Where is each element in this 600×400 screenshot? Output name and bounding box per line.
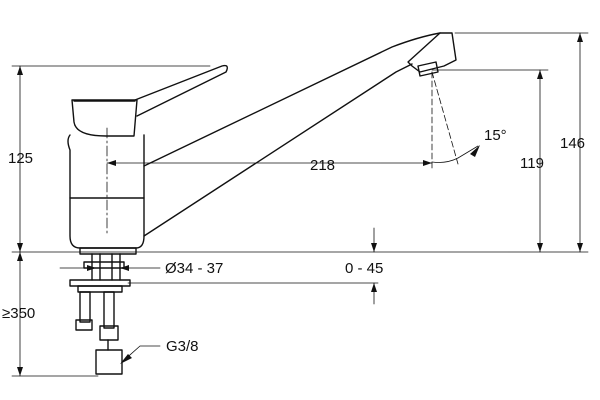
label-spout-height: 119: [520, 155, 544, 172]
arrow-15: [470, 145, 480, 157]
spout-lower-edge: [143, 63, 413, 237]
spout-aerator: [407, 32, 457, 73]
arrow-125-top: [17, 66, 23, 75]
arrow-218-left: [107, 160, 116, 166]
arrow-diameter-left: [87, 265, 96, 271]
label-hose-length: ≥350: [2, 305, 35, 322]
arrow-146-bottom: [577, 243, 583, 252]
faucet-body: [67, 134, 145, 249]
label-spout-angle: 15°: [484, 127, 507, 144]
label-hole-diameter: Ø34 - 37: [165, 260, 223, 277]
mount-washer: [77, 285, 123, 293]
arrow-350-bottom: [17, 367, 23, 376]
aerator-ring: [417, 61, 439, 77]
arrow-119-bottom: [537, 243, 543, 252]
arrow-125-bottom: [17, 243, 23, 252]
hose-right-fitting: [99, 325, 119, 341]
arrow-diameter-right: [120, 265, 129, 271]
handle-cap: [71, 99, 138, 137]
arrow-350-top: [17, 252, 23, 261]
arrow-146-top: [577, 33, 583, 42]
label-reach: 218: [310, 157, 335, 174]
label-deck-thickness: 0 - 45: [345, 260, 383, 277]
angle-arc-15: [431, 157, 459, 163]
label-base-height: 125: [8, 150, 33, 167]
arrow-thread: [120, 354, 132, 364]
hose-left-fitting: [75, 319, 93, 331]
hose-right-connector: [95, 349, 123, 375]
hose-right: [103, 291, 115, 329]
angle-leader: [457, 145, 479, 159]
arrow-119-top: [537, 70, 543, 79]
label-connection-thread: G3/8: [166, 338, 199, 355]
label-total-height: 146: [560, 135, 585, 152]
mount-clamp: [69, 279, 131, 287]
hose-left: [79, 291, 91, 323]
arrow-deck-top: [371, 243, 377, 252]
lever: [134, 64, 229, 117]
base-plate: [79, 247, 137, 255]
spout-upper-edge: [143, 32, 441, 167]
arrow-218-right: [423, 160, 432, 166]
arrow-deck-bottom: [371, 283, 377, 292]
outlet-axis-angled: [431, 71, 459, 165]
